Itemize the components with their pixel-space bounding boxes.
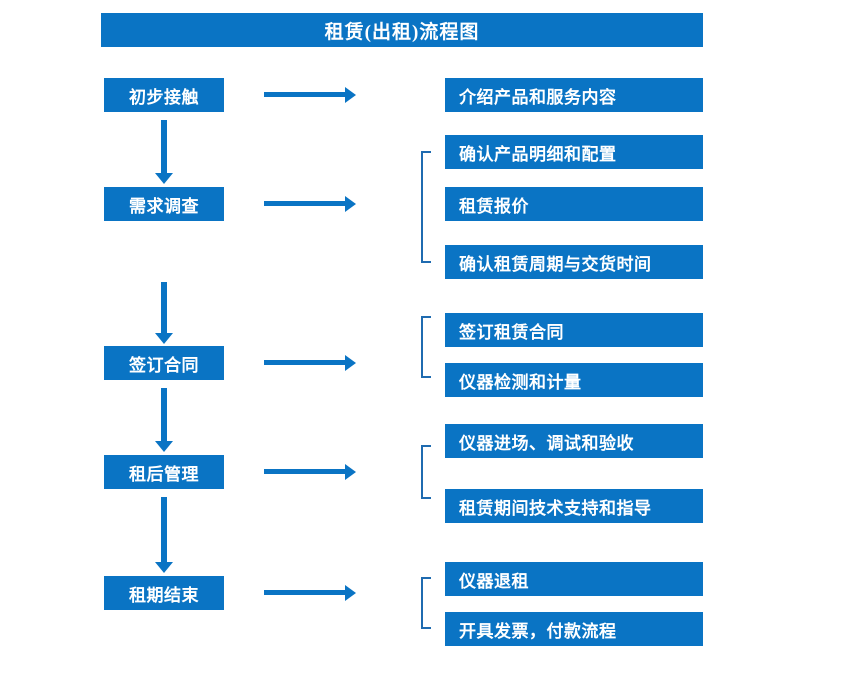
detail-box-2[interactable]: 确认产品明细和配置 bbox=[445, 135, 703, 169]
stage-box-4[interactable]: 租后管理 bbox=[104, 455, 224, 489]
stage-box-1[interactable]: 初步接触 bbox=[104, 78, 224, 112]
stage-to-detail-arrow-5 bbox=[264, 585, 356, 601]
stage-box-3[interactable]: 签订合同 bbox=[104, 346, 224, 380]
detail-box-1[interactable]: 介绍产品和服务内容 bbox=[445, 78, 703, 112]
stage-to-detail-arrow-4 bbox=[264, 464, 356, 480]
detail-box-4[interactable]: 确认租赁周期与交货时间 bbox=[445, 245, 703, 279]
stage-connector-arrow-3-4 bbox=[155, 388, 173, 452]
detail-box-10[interactable]: 开具发票，付款流程 bbox=[445, 612, 703, 646]
detail-box-6[interactable]: 仪器检测和计量 bbox=[445, 363, 703, 397]
stage-connector-arrow-2-3 bbox=[155, 282, 173, 344]
stage-box-2[interactable]: 需求调查 bbox=[104, 187, 224, 221]
stage-connector-arrow-4-5 bbox=[155, 497, 173, 573]
stage-to-detail-arrow-2 bbox=[264, 196, 356, 212]
detail-box-5[interactable]: 签订租赁合同 bbox=[445, 313, 703, 347]
stage-to-detail-arrow-1 bbox=[264, 87, 356, 103]
detail-group-bracket-4 bbox=[421, 445, 431, 499]
detail-box-9[interactable]: 仪器退租 bbox=[445, 562, 703, 596]
detail-group-bracket-3 bbox=[421, 316, 431, 378]
detail-box-7[interactable]: 仪器进场、调试和验收 bbox=[445, 424, 703, 458]
detail-box-3[interactable]: 租赁报价 bbox=[445, 187, 703, 221]
detail-group-bracket-5 bbox=[421, 577, 431, 629]
stage-box-5[interactable]: 租期结束 bbox=[104, 576, 224, 610]
stage-connector-arrow-1-2 bbox=[155, 120, 173, 184]
detail-box-8[interactable]: 租赁期间技术支持和指导 bbox=[445, 489, 703, 523]
stage-to-detail-arrow-3 bbox=[264, 355, 356, 371]
diagram-title: 租赁(出租)流程图 bbox=[101, 13, 703, 47]
detail-group-bracket-2 bbox=[421, 151, 431, 263]
